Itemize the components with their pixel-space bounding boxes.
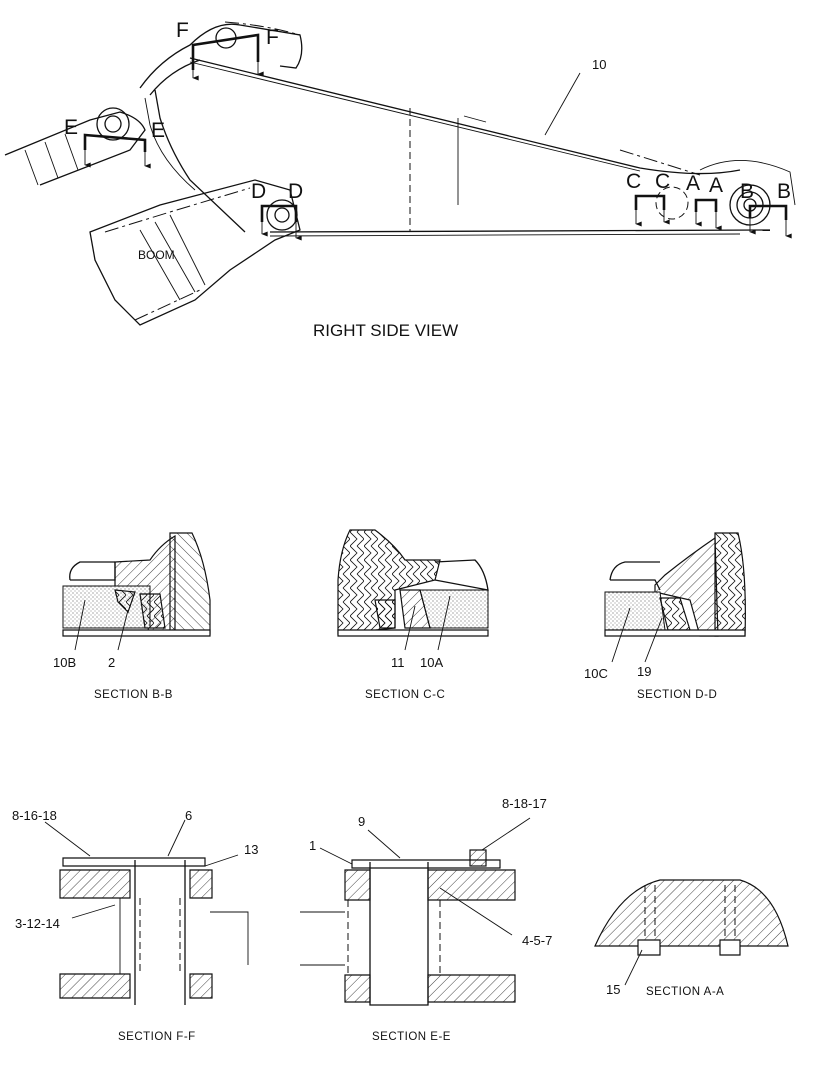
callout-8-18-17: 8-18-17 (502, 796, 547, 811)
section-ff-title: SECTION F-F (118, 1031, 196, 1043)
callout-13: 13 (244, 842, 258, 857)
section-mark-f-left: F (176, 19, 189, 42)
section-mark-d-right: D (288, 180, 303, 203)
section-dd: 10C 19 SECTION D-D (584, 532, 746, 701)
callout-2: 2 (108, 655, 115, 670)
section-aa: 15 SECTION A-A (594, 879, 789, 998)
callout-10c: 10C (584, 666, 608, 681)
callout-6: 6 (185, 808, 192, 823)
callout-15: 15 (606, 982, 620, 997)
section-mark-e-right: E (151, 119, 165, 142)
callout-19: 19 (637, 664, 651, 679)
callout-4-5-7: 4-5-7 (522, 933, 552, 948)
callout-10a: 10A (420, 655, 443, 670)
section-mark-f-right: F (266, 26, 279, 49)
section-mark-d-left: D (251, 180, 266, 203)
section-mark-b-right: B (777, 180, 791, 203)
section-mark-c-right: C (655, 170, 670, 193)
section-dd-title: SECTION D-D (637, 689, 717, 701)
section-bb-title: SECTION B-B (94, 689, 173, 701)
section-bb: 10B 2 SECTION B-B (53, 532, 211, 701)
section-ee-title: SECTION E-E (372, 1031, 451, 1043)
section-aa-title: SECTION A-A (646, 986, 724, 998)
section-mark-b-left: B (740, 180, 754, 203)
section-mark-e-left: E (64, 116, 78, 139)
section-mark-c-left: C (626, 170, 641, 193)
callout-10b: 10B (53, 655, 76, 670)
section-cc: 11 10A SECTION C-C (337, 529, 489, 701)
section-cc-title: SECTION C-C (365, 689, 445, 701)
section-ff: 8-16-18 6 13 3-12-14 SECTION F-F (12, 808, 258, 1043)
callout-9: 9 (358, 814, 365, 829)
callout-3-12-14: 3-12-14 (15, 916, 60, 931)
callout-1: 1 (309, 838, 316, 853)
section-mark-a-right: A (709, 174, 723, 197)
callout-11: 11 (391, 655, 405, 670)
boom-label: BOOM (138, 248, 175, 262)
right-side-view-title: RIGHT SIDE VIEW (313, 321, 458, 340)
section-ee: 9 1 8-18-17 4-5-7 SECTION E-E (300, 796, 552, 1043)
right-side-view: F F E E D D C C A A B B 10 BOOM RIGHT SI… (4, 19, 796, 340)
callout-10: 10 (592, 57, 606, 72)
callout-8-16-18: 8-16-18 (12, 808, 57, 823)
section-mark-a-left: A (686, 172, 700, 195)
